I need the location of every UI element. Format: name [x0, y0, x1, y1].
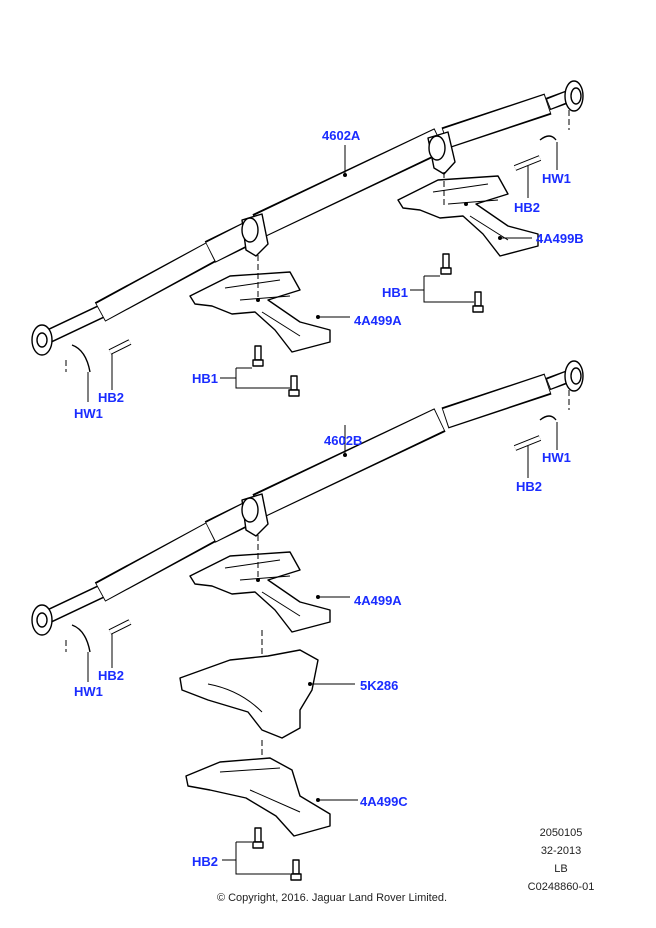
bracket-4A499A-top	[189, 271, 331, 353]
callout-hw1: HW1	[74, 406, 103, 421]
bracket-4A499C	[185, 757, 331, 837]
callout-hb2: HB2	[516, 479, 542, 494]
callout-4A499C: 4A499C	[360, 794, 408, 809]
bolts-hb1-b	[440, 253, 484, 313]
callout-5K286: 5K286	[360, 678, 398, 693]
heat-shield-5K286	[179, 649, 319, 739]
callout-hb1: HB1	[382, 285, 408, 300]
callout-hb2: HB2	[192, 854, 218, 869]
copyright: © Copyright, 2016. Jaguar Land Rover Lim…	[217, 892, 447, 904]
callout-hb2: HB2	[98, 668, 124, 683]
callout-4A499A: 4A499A	[354, 313, 402, 328]
callout-hw1: HW1	[74, 684, 103, 699]
illustration-code: 2050105	[540, 827, 583, 839]
driveshaft-4602A	[32, 81, 583, 355]
callout-hw1: HW1	[542, 450, 571, 465]
drawing-number: C0248860-01	[528, 881, 595, 893]
bearing-upper-a	[427, 131, 456, 175]
callout-hb2: HB2	[98, 390, 124, 405]
bracket-4A499B	[397, 175, 539, 257]
group-code: 32-2013	[541, 845, 581, 857]
bracket-4A499A-bottom	[189, 551, 331, 633]
callout-4602A: 4602A	[322, 128, 361, 143]
callout-hw1: HW1	[542, 171, 571, 186]
callout-hb1: HB1	[192, 371, 218, 386]
market-code: LB	[554, 863, 567, 875]
callout-4A499B: 4A499B	[536, 231, 584, 246]
callout-4602B: 4602B	[324, 433, 362, 448]
callout-hb2: HB2	[514, 200, 540, 215]
callout-4A499A: 4A499A	[354, 593, 402, 608]
